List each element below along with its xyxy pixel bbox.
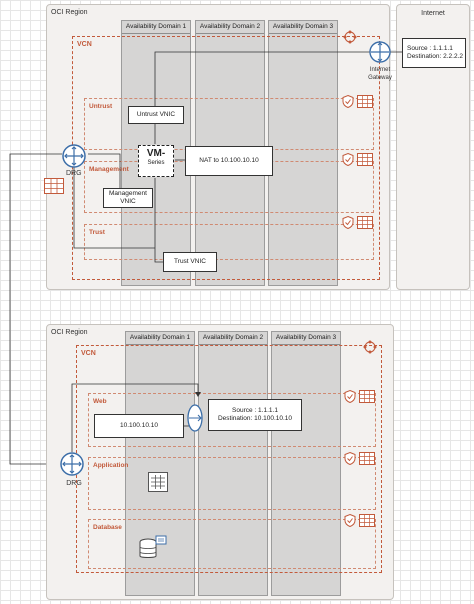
shield-icon-trust <box>342 215 354 230</box>
subnet-application: Application <box>88 457 376 510</box>
router-icon <box>62 144 86 168</box>
route-table-icon-trust <box>357 216 373 229</box>
nat-box: NAT to 10.100.10.10 <box>185 146 273 176</box>
subnet-database: Database <box>88 519 376 569</box>
drg-to-mgmt-line <box>88 153 121 188</box>
shield-icon-application <box>344 451 356 466</box>
bottom-vcn-label: VCN <box>81 350 96 357</box>
bottom-region-title: OCI Region <box>51 329 88 336</box>
internet-gateway-label: Internet Gateway <box>368 67 392 81</box>
route-table-icon-management <box>357 153 373 166</box>
subnet-web: Web <box>88 393 376 447</box>
internet-packet-box: Source : 1.1.1.1 Destination: 2.2.2.2 <box>402 38 466 68</box>
ingress-icon <box>186 403 204 433</box>
route-table-icon <box>44 178 64 194</box>
top-ad-1-label: Availability Domain 1 <box>122 21 190 34</box>
top-region-title: OCI Region <box>51 9 88 16</box>
drg-to-web-line <box>71 383 199 452</box>
route-table-icon-untrust <box>357 95 373 108</box>
vcn-bottom-icon <box>362 340 378 354</box>
shield-icon-database <box>344 513 356 528</box>
bottom-ad-3-label: Availability Domain 3 <box>272 332 340 345</box>
bottom-ad-3: Availability Domain 3 <box>271 331 341 596</box>
internet-gateway <box>369 41 391 63</box>
drg-link-line <box>9 153 62 465</box>
shield-icon-web <box>344 389 356 404</box>
bottom-packet-box: Source : 1.1.1.1 Destination: 10.100.10.… <box>208 399 302 431</box>
bottom-ad-1: Availability Domain 1 <box>125 331 195 596</box>
route-table-icon-database <box>359 514 375 527</box>
subnet-untrust-label: Untrust <box>89 103 113 110</box>
bottom-oci-region: OCI Region <box>46 324 394 600</box>
management-vnic: Management VNIC <box>103 188 153 208</box>
database-icon <box>138 534 168 562</box>
subnet-trust-label: Trust <box>89 229 105 236</box>
subnet-database-label: Database <box>93 524 122 531</box>
subnet-web-label: Web <box>93 398 107 405</box>
untrust-vnic: Untrust VNIC <box>128 106 184 124</box>
drg-bottom-router <box>60 452 84 476</box>
top-ad-3-label: Availability Domain 3 <box>269 21 337 34</box>
bottom-ad-2-label: Availability Domain 2 <box>199 332 267 345</box>
server-icon <box>148 472 168 492</box>
drg-top-router <box>62 144 86 168</box>
vm-to-trust-line <box>154 178 163 263</box>
internet-destination: Destination: 2.2.2.2 <box>407 53 464 60</box>
top-ad-3: Availability Domain 3 <box>268 20 338 286</box>
management-vnic-label: Management VNIC <box>109 189 147 205</box>
drg-top-label: DRG <box>66 170 82 177</box>
drg-bottom-label: DRG <box>66 480 82 487</box>
internet-source: Source : 1.1.1.1 <box>407 44 453 52</box>
bottom-source: Source : 1.1.1.1 <box>232 406 278 414</box>
bottom-ad-1-label: Availability Domain 1 <box>126 332 194 345</box>
internet-gateway-icon <box>369 41 391 63</box>
top-vcn-label: VCN <box>77 41 92 48</box>
drg-to-trust-line <box>73 162 155 249</box>
internet-title: Internet <box>421 10 445 17</box>
bottom-destination: Destination: 10.100.10.10 <box>217 415 293 422</box>
route-table-icon-application <box>359 452 375 465</box>
vm-series-line2: Series <box>147 160 165 166</box>
vcn-top-icon <box>342 30 358 44</box>
igw-to-untrust-line <box>154 51 380 106</box>
vm-series-firewall: VM- Series <box>138 145 174 177</box>
shield-icon-untrust <box>342 94 354 109</box>
trust-vnic: Trust VNIC <box>163 252 217 272</box>
subnet-application-label: Application <box>93 462 129 469</box>
subnet-trust: Trust <box>84 224 374 260</box>
web-host-box: 10.100.10.10 <box>94 414 184 438</box>
bottom-ad-2: Availability Domain 2 <box>198 331 268 596</box>
drg-to-web-arrow <box>195 392 201 397</box>
route-table-icon-web <box>359 390 375 403</box>
vm-series-line1: VM- <box>146 148 166 159</box>
subnet-management-label: Management <box>89 166 129 173</box>
shield-icon-management <box>342 152 354 167</box>
top-ad-2-label: Availability Domain 2 <box>196 21 264 34</box>
router-icon <box>60 452 84 476</box>
